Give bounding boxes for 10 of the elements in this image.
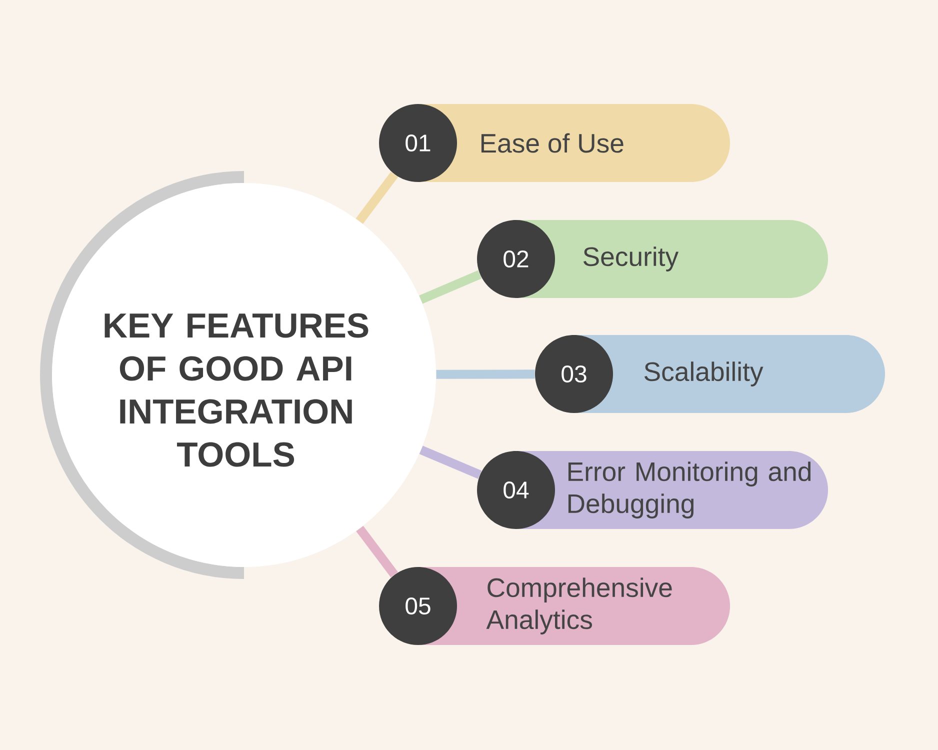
connector-line bbox=[356, 172, 398, 224]
number-badge: 04 bbox=[477, 451, 555, 529]
connector-line bbox=[419, 446, 482, 479]
number-badge: 03 bbox=[535, 335, 613, 413]
number-badge: 05 bbox=[379, 567, 457, 645]
connector-line bbox=[419, 270, 482, 304]
number-badge: 01 bbox=[379, 104, 457, 182]
connector-line bbox=[436, 370, 535, 379]
connector-line bbox=[356, 526, 398, 578]
number-badge: 02 bbox=[477, 220, 555, 298]
